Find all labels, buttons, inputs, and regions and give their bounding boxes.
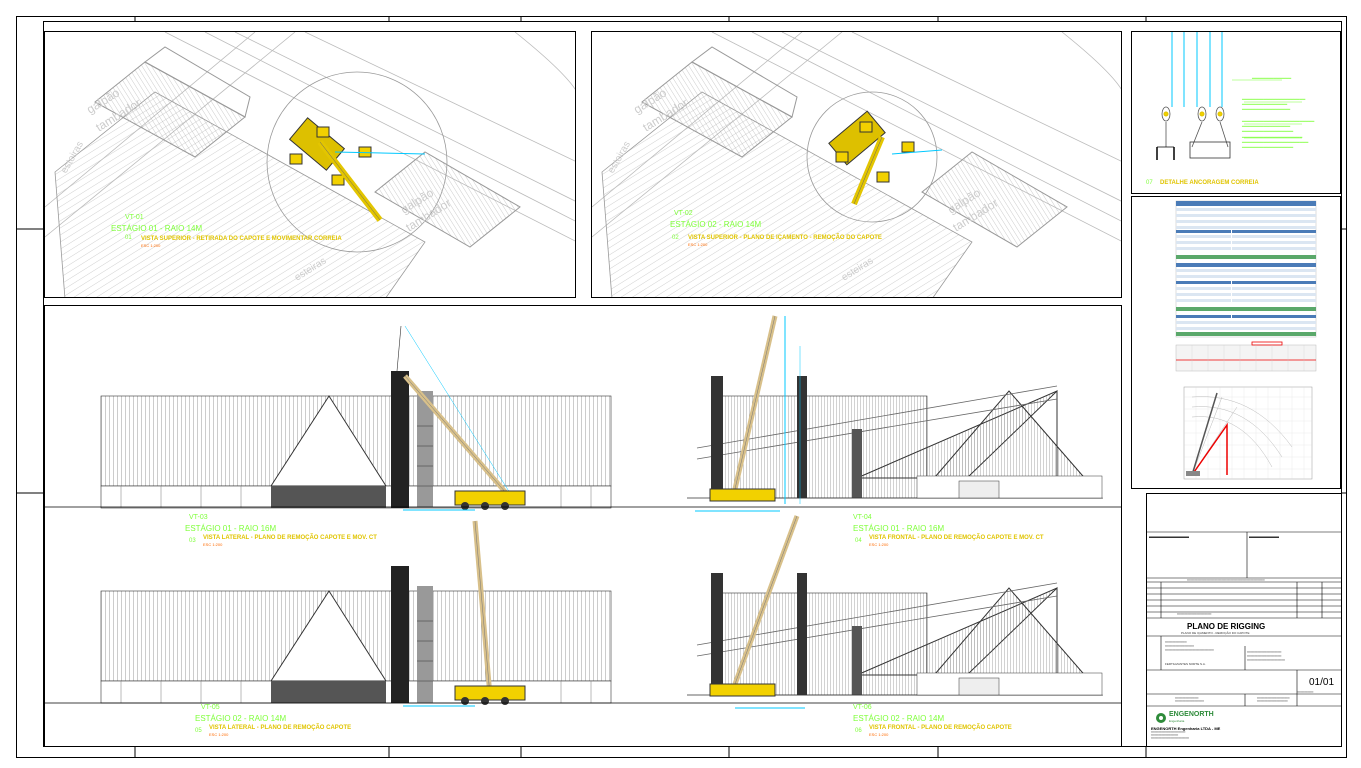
view-stage: ESTÁGIO 01 - RAIO 16M — [853, 524, 945, 533]
view-code: VT-06 — [853, 704, 872, 711]
detail-anchorage-panel: ━━━━━━━━━━━━━ ━━━━━━━━━━━━━━━━━━━━━━━━━━… — [1131, 31, 1341, 194]
view-top-mid-panel: galpão tambador galpão tambador esteiras… — [591, 31, 1122, 298]
view-stage: ESTÁGIO 02 - RAIO 14M — [195, 714, 287, 723]
company-logo-sub: Engenharia — [1169, 719, 1185, 723]
view-number: 02 — [672, 235, 679, 241]
title-block: ▬▬▬▬▬▬▬▬ ▬▬▬▬▬▬ ━━━━━━━━━━━━━━━━━━━━━━━━… — [1146, 493, 1342, 747]
company-logo-name: ENGENORTH — [1169, 711, 1214, 718]
client-name: FERTILIZANTES NORTE S.A. — [1165, 662, 1206, 666]
load-chart-panel — [1131, 196, 1341, 489]
view-top-left-panel: galpão tambador galpão tambador esteiras… — [44, 31, 576, 298]
view-title: VISTA FRONTAL - PLANO DE REMOÇÃO CAPOTE … — [869, 535, 1044, 541]
view-number: 05 — [195, 728, 202, 734]
view-stage: ESTÁGIO 01 - RAIO 14M — [111, 224, 203, 233]
view-number: 04 — [855, 538, 862, 544]
view-title: VISTA SUPERIOR - RETIRADA DO CAPOTE E MO… — [141, 236, 342, 242]
view-code: VT-01 — [125, 214, 144, 221]
drawing-title: PLANO DE RIGGING — [1187, 622, 1266, 631]
view-title: VISTA LATERAL - PLANO DE REMOÇÃO CAPOTE — [209, 725, 352, 731]
view-code: VT-02 — [674, 210, 693, 217]
detail-title: DETALHE ANCORAGEM CORREIA — [1160, 180, 1259, 186]
view-scale: ESC 1:200 — [869, 542, 889, 547]
view-code: VT-03 — [189, 514, 208, 521]
view-scale: ESC 1:200 — [209, 732, 229, 737]
view-scale: ESC 1:200 — [869, 732, 889, 737]
sheet-outer-frame — [16, 16, 1347, 758]
drawing-subtitle: PLANO DE IÇAMENTO - REMOÇÃO DO CAPOTE — [1181, 631, 1250, 635]
view-number: 03 — [189, 538, 196, 544]
view-number: 06 — [855, 728, 862, 734]
view-stage: ESTÁGIO 02 - RAIO 14M — [853, 714, 945, 723]
view-number: 01 — [125, 235, 132, 241]
view-stage: ESTÁGIO 01 - RAIO 16M — [185, 524, 277, 533]
view-code: VT-05 — [201, 704, 220, 711]
view-title: VISTA SUPERIOR - PLANO DE IÇAMENTO - REM… — [688, 235, 882, 241]
view-code: VT-04 — [853, 514, 872, 521]
view-title: VISTA FRONTAL - PLANO DE REMOÇÃO CAPOTE — [869, 725, 1012, 731]
detail-number: 07 — [1146, 180, 1153, 186]
view-scale: ESC 1:200 — [203, 542, 223, 547]
company-full-name: ENGENORTH Engenharia LTDA - ME — [1151, 726, 1221, 731]
sheet-number: 01/01 — [1309, 677, 1335, 688]
elevations-panel: VT-03 ESTÁGIO 01 - RAIO 16M 03 VISTA LAT… — [44, 305, 1122, 747]
view-title: VISTA LATERAL - PLANO DE REMOÇÃO CAPOTE … — [203, 535, 377, 541]
view-scale: ESC 1:200 — [688, 242, 708, 247]
view-stage: ESTÁGIO 02 - RAIO 14M — [670, 220, 762, 229]
view-scale: ESC 1:200 — [141, 243, 161, 248]
